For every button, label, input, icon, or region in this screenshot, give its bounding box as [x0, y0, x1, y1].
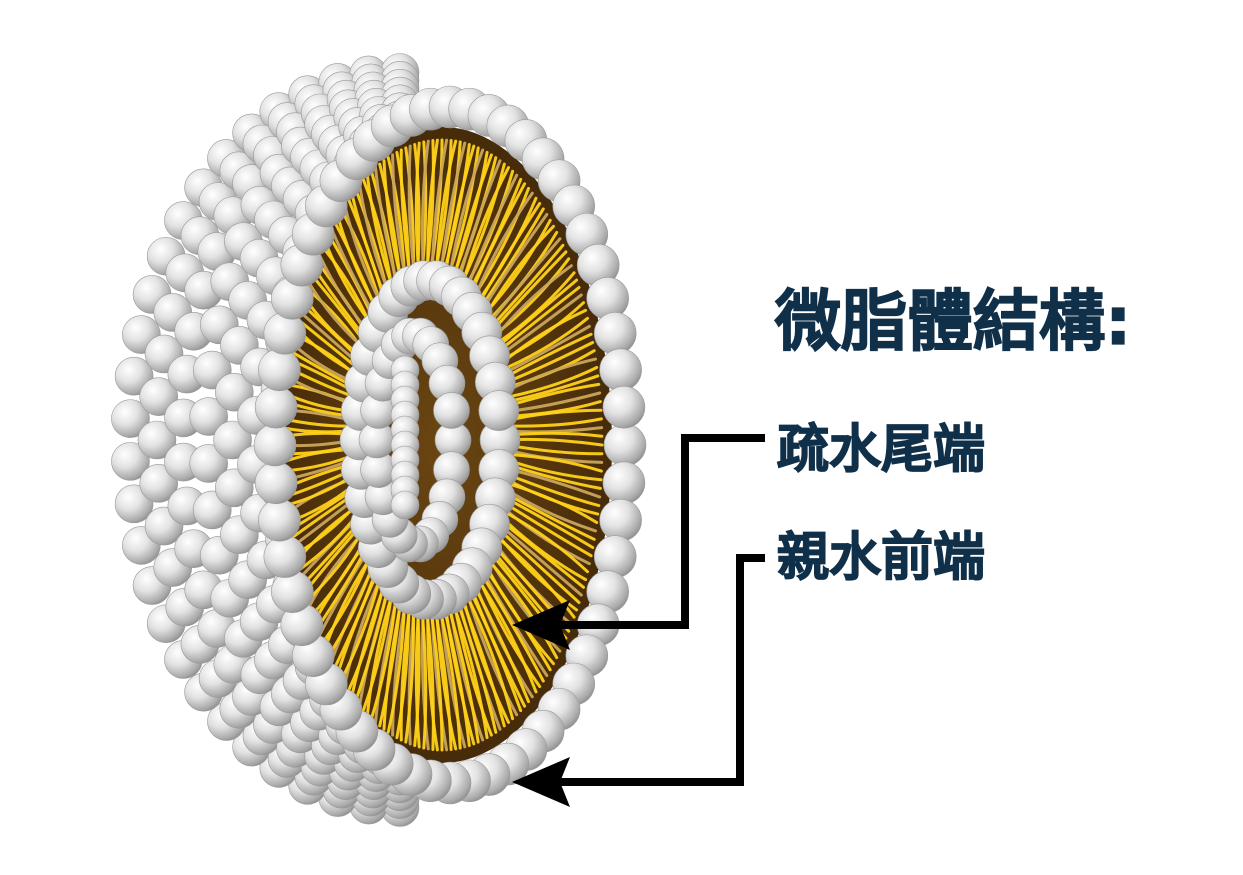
tail-strand [445, 599, 480, 744]
tail-strand [461, 586, 515, 721]
inner-lipid-layer [339, 260, 521, 620]
lipid-head-sphere [137, 420, 177, 460]
tail-strand [503, 452, 603, 473]
lipid-head-sphere [433, 392, 470, 429]
lipid-head-sphere [478, 390, 520, 431]
tail-strand [432, 603, 453, 751]
lipid-head-sphere [602, 461, 646, 505]
lipid-head-sphere [602, 385, 646, 429]
tail-strand [399, 148, 413, 282]
tail-strand [453, 593, 498, 734]
lipid-head-sphere [111, 399, 150, 438]
lipid-head-sphere [263, 535, 307, 578]
lipid-head-sphere [599, 348, 642, 392]
lipid-head-sphere [189, 397, 228, 436]
lipid-head-sphere [258, 498, 301, 542]
lipid-head-sphere [271, 570, 314, 613]
lipid-head-sphere [258, 348, 301, 392]
lipid-head-sphere [253, 423, 297, 467]
tail-strand [424, 603, 435, 751]
diagram-title: 微脂體結構: [774, 282, 1132, 360]
lipid-head-sphere [603, 423, 647, 467]
lipid-head-sphere [254, 461, 298, 505]
label-hydrophilic-head: 親水前端 [776, 527, 986, 588]
tail-strand [449, 596, 489, 740]
tail-strand [457, 590, 506, 728]
tail-strand [503, 417, 603, 428]
tail-strand [420, 602, 428, 750]
tail-strand [496, 316, 589, 373]
lipid-head-sphere [189, 444, 228, 483]
tail-strand [496, 507, 589, 574]
lipid-head-sphere [599, 498, 642, 542]
tail-strand [413, 601, 421, 747]
tail-strand [420, 139, 430, 278]
tail-strand [501, 366, 599, 400]
lipid-head-sphere [593, 312, 637, 355]
tail-strand [482, 553, 559, 660]
tail-strand [501, 480, 599, 524]
outer-head-ring [253, 85, 647, 805]
tail-strand [395, 596, 411, 740]
lipid-head-sphere [111, 442, 150, 481]
lipid-head-sphere [254, 385, 298, 429]
tail-strand [428, 603, 444, 752]
arrow-hydrophilic-head [512, 554, 765, 807]
lipid-head-sphere [593, 535, 637, 578]
lipid-head-sphere [390, 490, 420, 520]
lipid-head-sphere [263, 312, 307, 355]
label-hydrophobic-tail: 疏水尾端 [776, 419, 986, 480]
lipid-head-sphere [586, 277, 629, 320]
tail-strand [472, 572, 538, 694]
lipid-head-sphere [213, 420, 252, 460]
tail-strand [437, 602, 462, 750]
arrow-hydrophobic-tail [512, 434, 765, 650]
tail-strand [434, 139, 458, 278]
tail-strand [447, 148, 485, 282]
tail-strand [441, 601, 471, 747]
